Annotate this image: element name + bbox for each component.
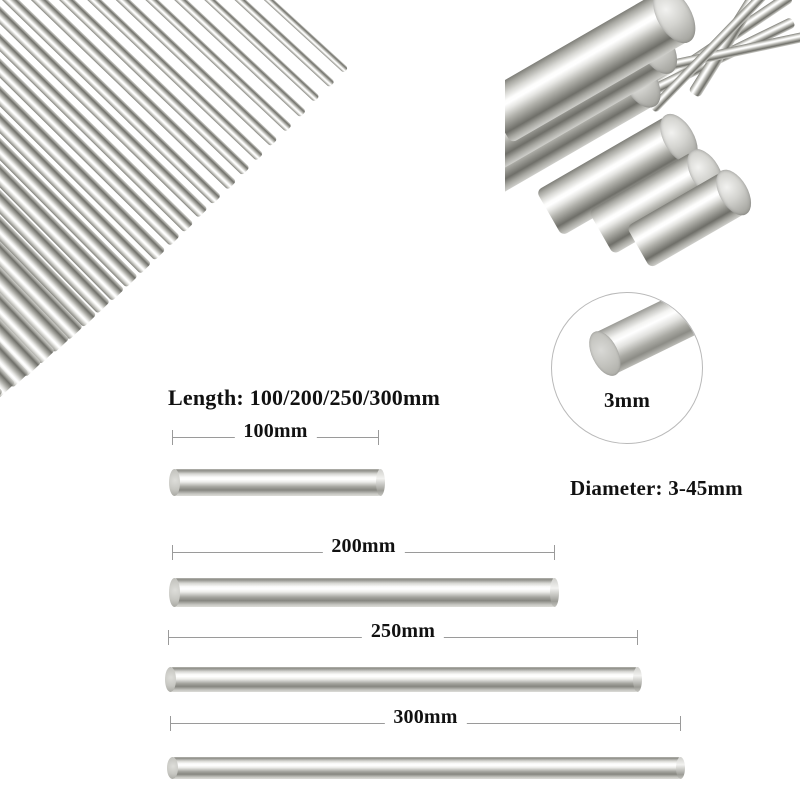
dimension-line-100mm: 100mm [172,418,379,445]
diameter-heading: Diameter: 3-45mm [570,476,743,500]
length-heading: Length: 100/200/250/300mm [168,385,441,410]
closeup-rod [582,293,702,381]
dimension-line-250mm: 250mm [168,618,638,645]
dimension-tick-left [172,430,173,445]
dimension-tick-right [378,430,379,445]
dimension-tick-right [554,545,555,560]
dimension-tick-left [168,630,169,645]
dimension-label: 100mm [234,418,317,444]
dimension-tick-right [680,716,681,731]
rod-end-cap-left [167,757,178,779]
rod-end-cap-left [169,469,180,496]
rod-end-cap-right [633,667,642,692]
fanned-rod-bundle-photo [0,0,418,422]
rod-100mm [169,469,385,496]
rod-end-cap-right [550,578,559,607]
dimension-tick-right [637,630,638,645]
dimension-label: 300mm [384,704,467,730]
dimension-line-200mm: 200mm [172,533,555,560]
diameter-sample-label: 3mm [603,388,651,412]
closeup-rod-end-face [582,326,628,381]
dimension-line-300mm: 300mm [170,704,681,731]
rod-300mm [167,757,685,779]
rod-end-closeup-inset: 3mm [551,292,703,444]
dimension-label: 200mm [322,533,405,559]
dimension-label: 250mm [361,618,445,644]
stacked-rods-photo [505,0,800,275]
dimension-tick-left [170,716,171,731]
bundle-rod-shaft [89,0,335,88]
rod-end-cap-right [376,469,385,496]
dimension-tick-left [172,545,173,560]
rod-end-cap-left [165,667,176,692]
bundle-rod [89,0,335,88]
rod-end-cap-right [676,757,685,779]
rod-200mm [169,578,559,607]
rod-end-cap-left [169,578,180,607]
rod-250mm [165,667,642,692]
